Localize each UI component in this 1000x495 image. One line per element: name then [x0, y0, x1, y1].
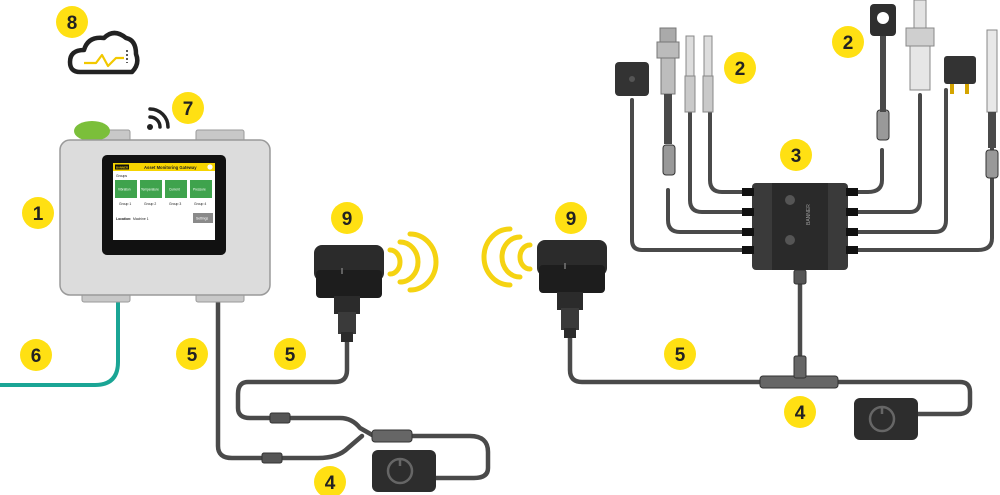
svg-text:3: 3 [791, 146, 802, 167]
wifi-icon [147, 107, 170, 130]
power-supply-right [854, 398, 918, 440]
tile-label-3: Current [169, 188, 180, 192]
group-label-1: Group 1 [119, 202, 131, 206]
sensor-cable-r2 [846, 93, 922, 214]
tile-pressure[interactable] [190, 180, 212, 198]
svg-text:4: 4 [325, 473, 336, 494]
radio-node-right [537, 240, 607, 338]
badge-2-top: 2 [724, 52, 756, 84]
tile-current[interactable] [165, 180, 187, 198]
badge-9-left: 9 [331, 202, 363, 234]
screen-logo [115, 164, 129, 170]
hub-stem-connector [793, 269, 807, 285]
sensor-cable-l3 [688, 108, 754, 214]
power-cable-left [409, 433, 491, 481]
connectors [261, 109, 999, 464]
svg-text:2: 2 [735, 59, 746, 80]
badge-6: 6 [20, 339, 52, 371]
sensor-current-clamp [870, 4, 896, 112]
hub-label: BANNER [806, 204, 812, 225]
status-light [74, 121, 110, 141]
svg-text:9: 9 [566, 209, 577, 230]
cloud-icon [67, 30, 140, 75]
svg-text:2: 2 [843, 33, 854, 54]
sensor-long-probe [986, 29, 998, 148]
left-radio-cable-2 [287, 415, 377, 439]
screen-logo-text: BANNER [116, 166, 128, 170]
controller-cable-2 [279, 433, 365, 461]
sensor-cable-r1 [846, 148, 884, 194]
signal-waves-right [481, 226, 533, 288]
power-cable-right [835, 379, 973, 417]
connector-1 [261, 452, 283, 464]
connector-2 [269, 412, 291, 424]
tee-right-stem [793, 355, 807, 379]
svg-text:1: 1 [33, 204, 44, 225]
power-supply-left [372, 450, 436, 492]
tile-temperature[interactable] [140, 180, 162, 198]
screen-title: Asset Monitoring Gateway [144, 165, 197, 170]
right-radio-cable [567, 332, 763, 385]
location-value: Machine 1 [133, 217, 149, 221]
badges: 1 2 2 3 4 4 5 5 [20, 6, 864, 495]
controller-unit: BANNER Asset Monitoring Gateway Groups V… [59, 121, 271, 303]
settings-button-label: Settings [196, 217, 209, 221]
svg-text:5: 5 [675, 345, 686, 366]
cables [0, 88, 994, 481]
sensor-cable-r3 [846, 88, 948, 234]
tile-label-1: Vibration [118, 188, 131, 192]
group-label-2: Group 2 [144, 202, 156, 206]
badge-3: 3 [780, 139, 812, 171]
location-label: Location: [116, 217, 131, 221]
sensor-cable-r4 [846, 138, 994, 252]
svg-text:8: 8 [67, 13, 78, 34]
touch-screen[interactable]: BANNER Asset Monitoring Gateway Groups V… [113, 163, 215, 240]
badge-7: 7 [172, 92, 204, 124]
tile-vibration[interactable] [115, 180, 137, 198]
svg-text:9: 9 [342, 209, 353, 230]
svg-text:7: 7 [183, 99, 194, 120]
sensor-cable-l1 [630, 98, 754, 252]
badge-2-right: 2 [832, 26, 864, 58]
group-label-4: Group 4 [194, 202, 206, 206]
sensor-humidity [944, 56, 976, 94]
sensor-cable-l2 [666, 188, 754, 234]
group-label-3: Group 3 [169, 202, 181, 206]
tile-label-2: Temperature [141, 188, 159, 192]
svg-text:5: 5 [187, 345, 198, 366]
hub: BANNER [742, 183, 858, 270]
svg-text:6: 6 [31, 346, 42, 367]
sensor-vibration [615, 62, 649, 96]
badge-5-controller: 5 [176, 338, 208, 370]
badge-1: 1 [22, 197, 54, 229]
left-radio-cable [235, 337, 350, 421]
badge-8: 8 [56, 6, 88, 38]
sensor-rtd [905, 0, 935, 91]
badge-9-right: 9 [555, 202, 587, 234]
badge-5-left-radio: 5 [274, 338, 306, 370]
sensor-pressure [656, 27, 680, 144]
tee-left [371, 429, 413, 443]
svg-text:4: 4 [795, 403, 806, 424]
radio-node-left [314, 245, 384, 342]
screen-groups-label: Groups [116, 174, 127, 178]
sensor-temp-probes [684, 35, 714, 113]
screen-info-icon[interactable] [207, 164, 213, 170]
controller-cable [215, 295, 265, 461]
badge-4-left: 4 [314, 466, 346, 495]
sensor-cable-l4 [708, 108, 754, 194]
badge-4-right: 4 [784, 396, 816, 428]
settings-button[interactable] [193, 213, 213, 223]
svg-text:5: 5 [285, 345, 296, 366]
badge-5-right-radio: 5 [664, 338, 696, 370]
signal-waves-left [387, 231, 439, 293]
tile-label-4: Pressure [193, 188, 206, 192]
ethernet-cable [0, 296, 120, 387]
